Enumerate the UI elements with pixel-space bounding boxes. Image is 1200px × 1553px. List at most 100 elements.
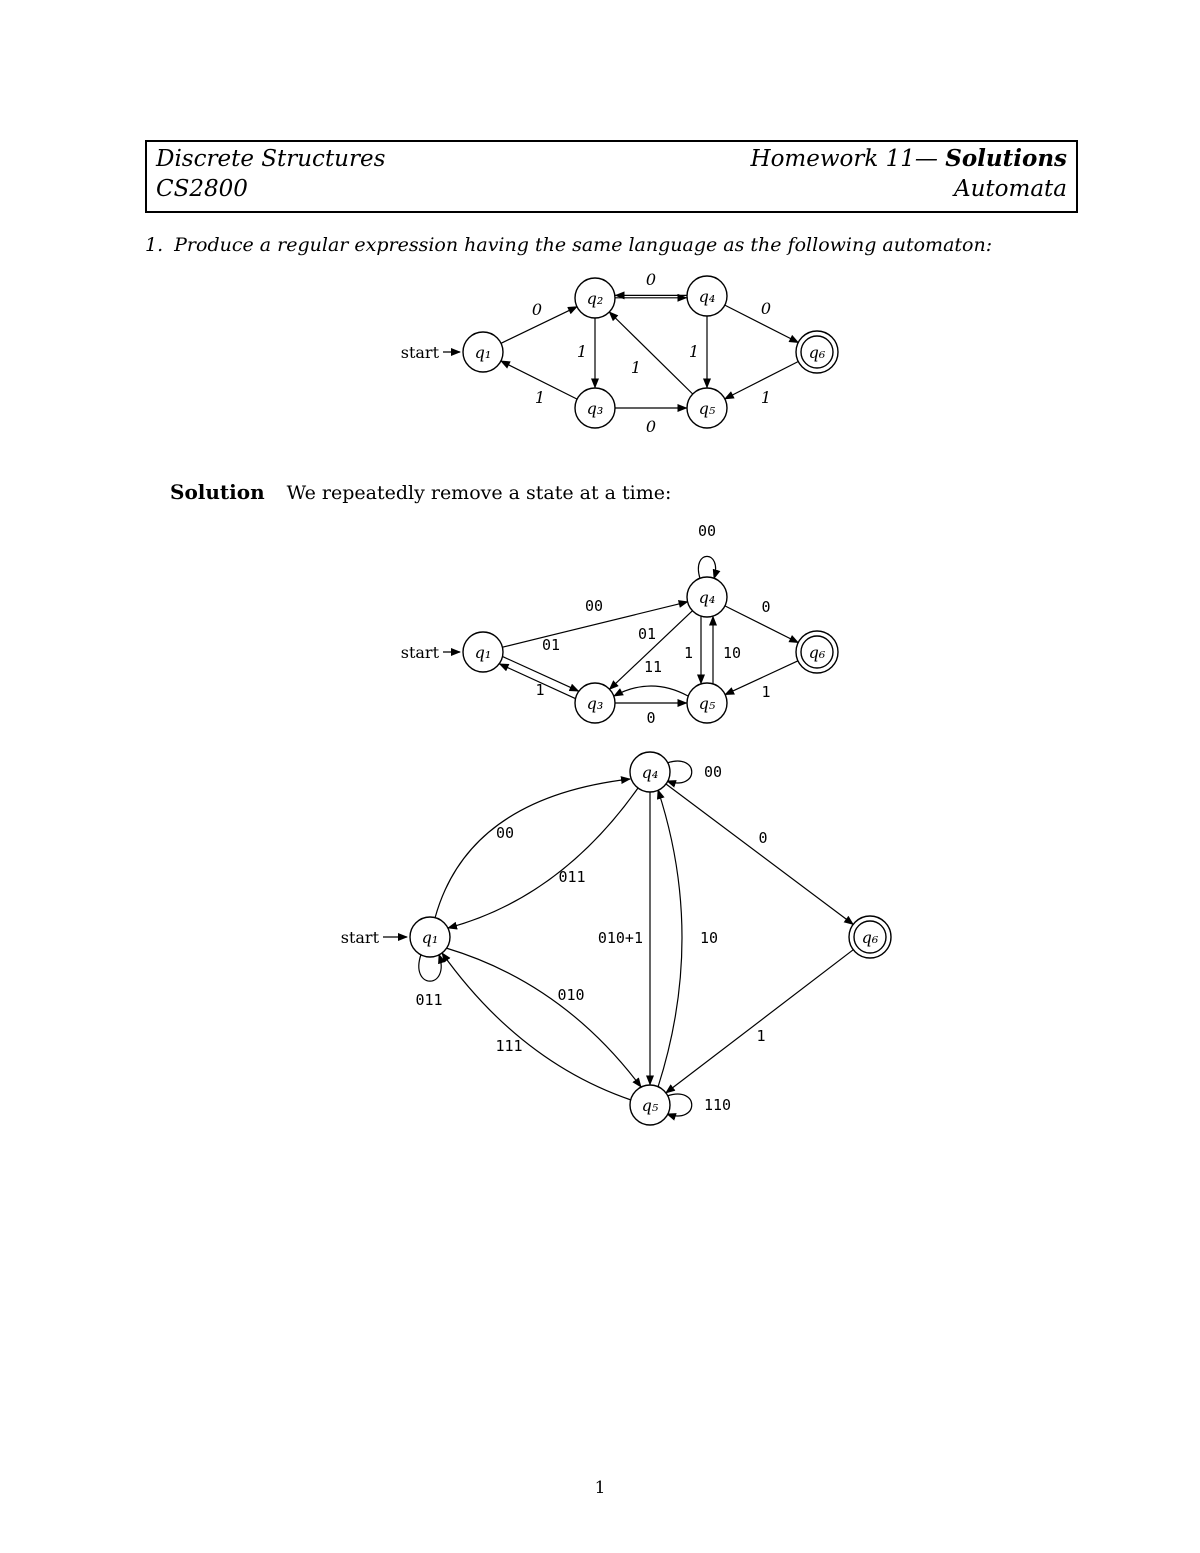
edge-q4-q1 xyxy=(447,787,639,930)
edge-q3-q1 xyxy=(498,663,576,699)
edge-q5-q4 xyxy=(656,789,683,1088)
edge-q6-q5 xyxy=(665,949,854,1094)
state-q4 xyxy=(686,576,728,618)
edge-q5-loop xyxy=(666,1093,693,1121)
course-title: Discrete Structures xyxy=(156,146,386,172)
edge-q1-q5 xyxy=(445,947,642,1088)
edge-label-q4-loop: 00 xyxy=(698,522,716,540)
edge-label-q4-q5: 1 xyxy=(684,644,693,662)
state-label-q1: q₁ xyxy=(475,643,492,662)
edge-label-q6-q5: 1 xyxy=(761,388,771,407)
header-right: Homework 11— Solutions Automata xyxy=(751,144,1067,209)
state-label-q3: q₃ xyxy=(587,399,604,418)
state-q1 xyxy=(462,631,504,673)
state-label-q5: q₅ xyxy=(699,399,716,418)
state-q6-inner-circle xyxy=(800,335,834,369)
edge-q1-q2 xyxy=(500,306,578,344)
homework-title: Homework 11— Solutions xyxy=(751,144,1067,174)
homework-topic: Automata xyxy=(954,176,1067,202)
edge-q4-loop xyxy=(697,555,721,580)
edge-label-q1-q4: 00 xyxy=(496,824,514,842)
edge-q1-q4 xyxy=(434,776,631,919)
edge-label-q4-q5: 010+1 xyxy=(598,929,643,947)
state-q1 xyxy=(409,916,451,958)
edge-q5-q1 xyxy=(441,952,632,1101)
state-q3 xyxy=(574,682,616,724)
edge-label-q4-q1: 011 xyxy=(558,868,585,886)
start-label: start xyxy=(341,928,380,947)
state-q6-accepting xyxy=(848,915,892,959)
state-label-q6: q₆ xyxy=(809,343,826,362)
edge-label-q6-q5: 1 xyxy=(756,1027,765,1045)
state-label-q1: q₁ xyxy=(475,343,492,362)
problem-statement: 1. Produce a regular expression having th… xyxy=(145,234,1065,256)
state-q6-inner-circle xyxy=(800,635,834,669)
state-q4 xyxy=(686,275,728,317)
state-label-q6: q₆ xyxy=(809,643,826,662)
edge-label-q1-q5: 010 xyxy=(557,986,584,1004)
edge-label-q5-q1: 111 xyxy=(495,1037,522,1055)
edge-q3-q1 xyxy=(500,360,578,400)
edge-label-q4-q3: 01 xyxy=(638,625,656,643)
edge-label-q3-q5: 0 xyxy=(646,709,655,727)
edge-label-q1-loop: 011 xyxy=(415,991,442,1009)
edge-label-q1-q4: 00 xyxy=(585,597,603,615)
homework-title-text: Homework 11— xyxy=(750,146,938,172)
state-q5 xyxy=(686,682,728,724)
state-q3 xyxy=(574,387,616,429)
edge-q1-q3 xyxy=(502,656,580,692)
state-q4 xyxy=(629,751,671,793)
edge-label-q4-q5: 1 xyxy=(689,342,699,361)
automaton-step-2: start q₁ q₃ q₄ q₅ q₆ 00 00 01 01 11 1 10… xyxy=(401,522,839,727)
edge-label-q4-loop: 00 xyxy=(704,763,722,781)
start-label: start xyxy=(401,343,440,362)
edge-q1-loop xyxy=(418,953,446,982)
edge-q1-q4 xyxy=(502,600,689,648)
problem-number: 1. xyxy=(145,234,164,256)
state-q1 xyxy=(462,331,504,373)
edge-q4-q6 xyxy=(724,605,800,644)
state-label-q5: q₅ xyxy=(699,694,716,713)
state-q6-accepting xyxy=(795,630,839,674)
state-q6-inner-circle xyxy=(853,920,887,954)
state-label-q4: q₄ xyxy=(699,287,716,306)
header-box: Discrete Structures CS2800 Homework 11— … xyxy=(145,140,1078,213)
edge-label-q5-loop: 110 xyxy=(704,1096,731,1114)
edge-label-q5-q2: 1 xyxy=(631,358,641,377)
page-number: 1 xyxy=(594,1478,606,1498)
edge-label-q4-q6: 0 xyxy=(758,829,767,847)
edge-label-q1-q3: 01 xyxy=(542,636,560,654)
state-label-q6: q₆ xyxy=(862,928,879,947)
automaton-original: start q₁ q₂ q₃ q₄ q₅ q₆ 0 0 0 1 1 1 1 0 … xyxy=(401,270,839,436)
state-label-q1: q₁ xyxy=(422,928,439,947)
state-label-q5: q₅ xyxy=(642,1096,659,1115)
state-q5 xyxy=(629,1084,671,1126)
edge-q6-q5 xyxy=(723,360,799,400)
edge-q5-q2 xyxy=(608,311,694,395)
edge-q4-loop xyxy=(666,760,693,788)
edge-label-q2-q4: 0 xyxy=(646,270,656,289)
state-q6-accepting xyxy=(795,330,839,374)
edge-label-q6-q5: 1 xyxy=(761,683,770,701)
edge-label-q3-q1: 1 xyxy=(535,388,545,407)
edge-label-q4-q6: 0 xyxy=(761,598,770,616)
problem-text: Produce a regular expression having the … xyxy=(174,234,993,256)
edge-label-q1-q2: 0 xyxy=(532,300,542,319)
edge-label-q5-q4: 10 xyxy=(723,644,741,662)
state-label-q3: q₃ xyxy=(587,694,604,713)
automaton-step-3: start q₁ q₄ q₅ q₆ 00 00 011 011 010 111 … xyxy=(341,751,892,1126)
header-left: Discrete Structures CS2800 xyxy=(156,144,385,209)
edge-label-q5-q4: 10 xyxy=(700,929,718,947)
start-label: start xyxy=(401,643,440,662)
course-code: CS2800 xyxy=(156,176,248,202)
edge-label-q3-q1: 1 xyxy=(535,681,544,699)
edge-label-q2-q3: 1 xyxy=(577,342,587,361)
solution-text: We repeatedly remove a state at a time: xyxy=(286,482,672,504)
state-label-q4: q₄ xyxy=(699,588,716,607)
edge-label-q4-q6: 0 xyxy=(761,299,771,318)
edge-label-q3-q5: 0 xyxy=(646,417,656,436)
solution-label: Solution xyxy=(170,480,265,504)
state-q2 xyxy=(574,277,616,319)
state-label-q4: q₄ xyxy=(642,763,659,782)
